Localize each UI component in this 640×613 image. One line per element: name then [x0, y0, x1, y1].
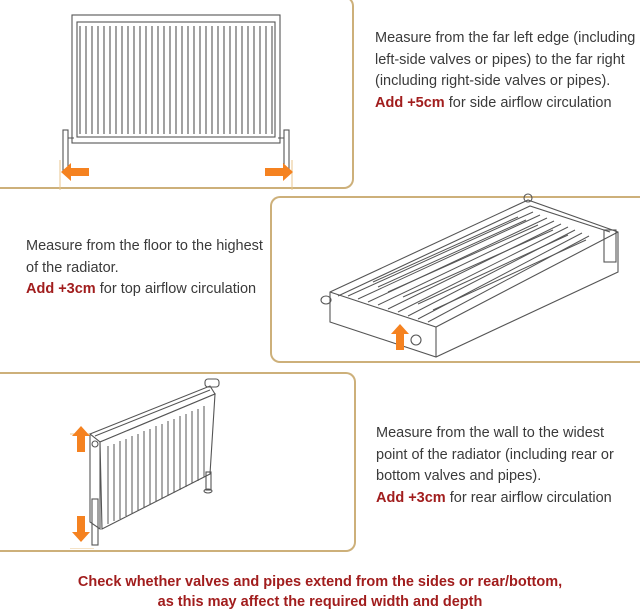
height-instructions: Measure from the floor to the highest of…: [26, 236, 271, 301]
arrow-up-icon: [391, 324, 409, 350]
arrow-up-icon: [72, 426, 90, 452]
footer-line-2: as this may affect the required width an…: [157, 594, 483, 610]
arrow-down-icon: [72, 516, 90, 542]
height-add-label: Add +3cm: [26, 281, 96, 298]
width-description: Measure from the far left edge (includin…: [375, 30, 636, 90]
footer-note: Check whether valves and pipes extend fr…: [0, 572, 640, 612]
footer-line-1: Check whether valves and pipes extend fr…: [77, 574, 563, 590]
width-add-label: Add +5cm: [375, 95, 445, 112]
arrow-left-icon: [61, 163, 89, 181]
radiator-front-illustration: [59, 14, 293, 190]
depth-add-label: Add +3cm: [376, 490, 446, 507]
depth-add-rest: for rear airflow circulation: [445, 490, 612, 507]
radiator-perspective-illustration: [70, 378, 220, 549]
height-add-rest: for top airflow circulation: [95, 281, 257, 298]
arrow-right-icon: [265, 163, 293, 181]
depth-instructions: Measure from the wall to the widest poin…: [376, 423, 638, 510]
depth-description: Measure from the wall to the widest poin…: [376, 425, 614, 485]
height-description: Measure from the floor to the highest of…: [26, 238, 263, 276]
width-instructions: Measure from the far left edge (includin…: [375, 28, 637, 115]
width-add-rest: for side airflow circulation: [444, 95, 612, 112]
radiator-top-illustration: [320, 193, 619, 358]
